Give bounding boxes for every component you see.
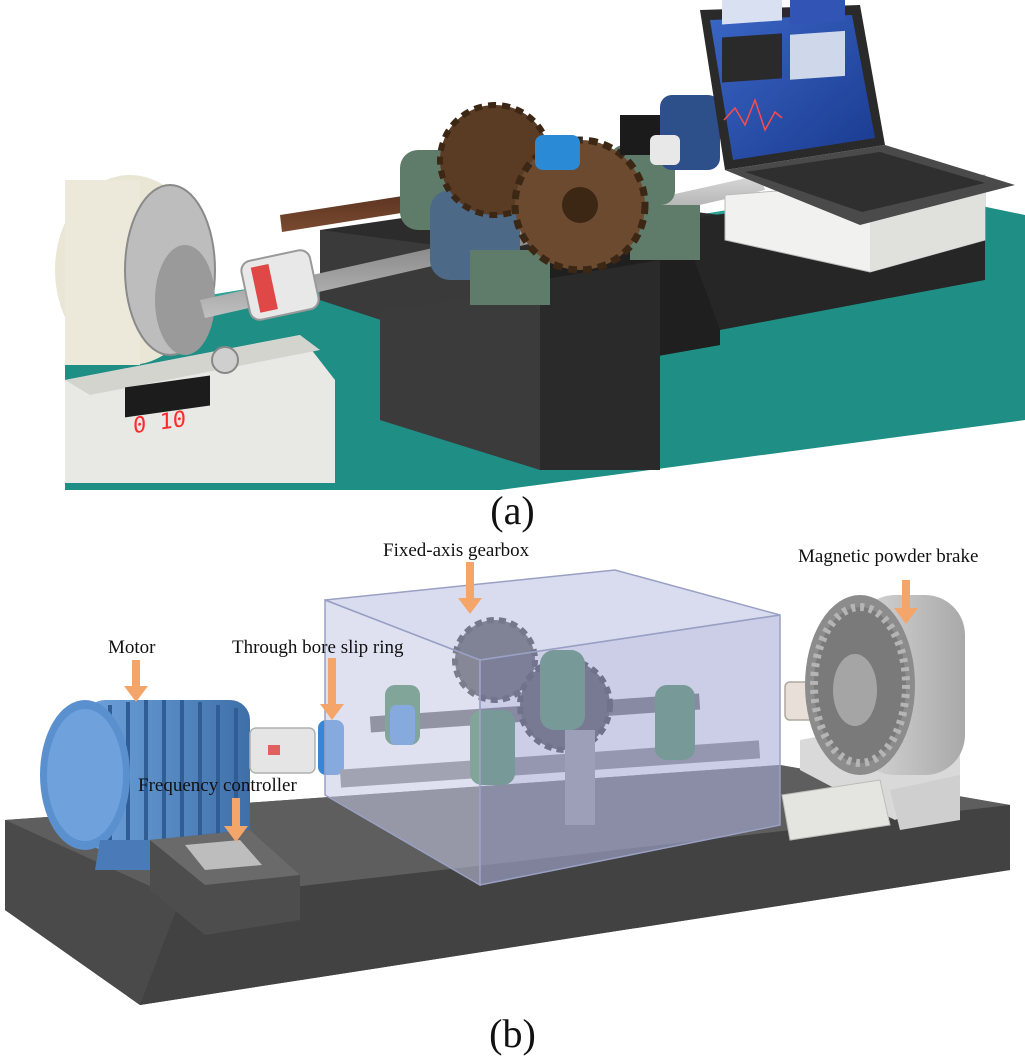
callout-arrows	[124, 562, 918, 842]
motor-arrow-icon	[124, 660, 148, 702]
slip-ring-arrow-icon	[320, 658, 344, 720]
controller-icon: 0 10	[65, 335, 335, 483]
gearbox-label: Fixed-axis gearbox	[383, 540, 530, 561]
coupling-left	[240, 249, 320, 321]
brake-icon	[800, 595, 965, 830]
test-rig-render	[5, 562, 1010, 1005]
slip-ring-label: Through bore slip ring	[232, 637, 404, 658]
motor-coupling	[249, 727, 316, 774]
panel-b-label: (b)	[489, 1011, 536, 1056]
brake-label: Magnetic powder brake	[798, 546, 979, 567]
test-rig-photo: 0 10	[0, 0, 1025, 490]
panel-a-label: (a)	[490, 488, 535, 533]
slip-ring-icon	[535, 135, 580, 170]
frequency-controller-label: Frequency controller	[138, 775, 297, 796]
controller-icon	[150, 830, 300, 935]
motor-icon	[620, 95, 720, 170]
brake-arrow-icon	[894, 580, 918, 624]
gearbox-icon	[437, 102, 649, 274]
brake-mount	[781, 779, 891, 841]
panel-a-photo: 0 10	[0, 0, 1025, 490]
frequency-controller-arrow-icon	[224, 798, 248, 842]
motor-icon	[40, 700, 250, 870]
panel-b-render: Motor Through bore slip ring Fixed-axis …	[0, 540, 1025, 1020]
motor-label: Motor	[108, 637, 156, 658]
laptop-icon	[700, 0, 1015, 225]
gearbox-icon	[324, 569, 781, 887]
gearbox-arrow-icon	[458, 562, 482, 614]
brake-icon	[55, 175, 216, 365]
